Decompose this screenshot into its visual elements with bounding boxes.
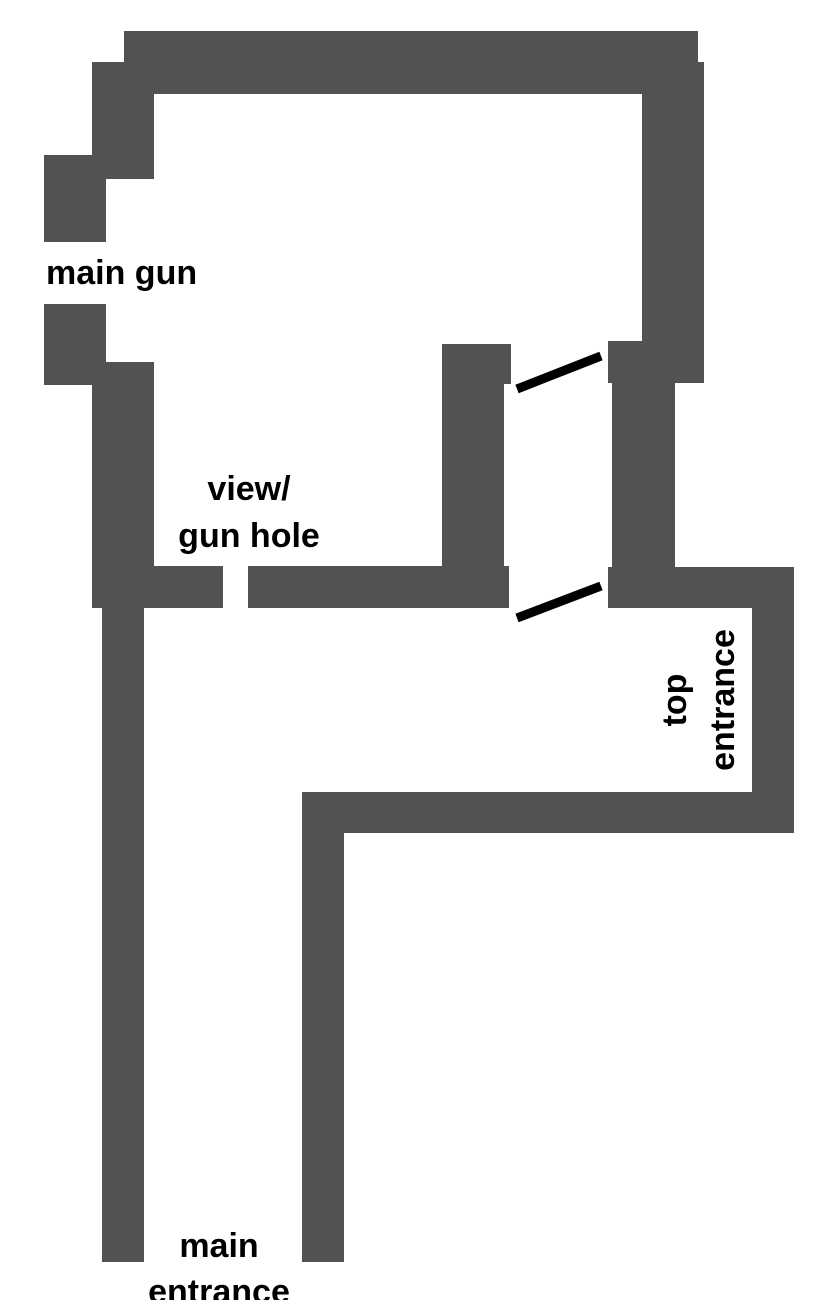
stairwell-right-wall: [612, 341, 675, 606]
view-hole-label-line2: gun hole: [178, 517, 320, 555]
floor-wall-right-segment: [248, 566, 509, 608]
corridor-end-wall: [752, 567, 794, 833]
corridor-bottom-wall: [302, 792, 794, 833]
top-wall: [124, 31, 698, 94]
lower-left-wall: [92, 362, 154, 587]
main-entrance-label-line2: entrance: [148, 1273, 290, 1300]
view-hole-label-line1: view/: [207, 470, 291, 508]
top-entrance-label: top entrance: [656, 629, 742, 771]
labels: main gun view/ gun hole top entrance mai…: [46, 254, 742, 1300]
top-entrance-label-line2: entrance: [704, 629, 742, 771]
upper-room-walls: [44, 31, 704, 608]
main-gun-upper-wall: [44, 155, 106, 242]
main-entrance-label-line1: main: [179, 1227, 258, 1265]
right-outer-wall: [642, 62, 704, 382]
top-entrance-label-line1: top: [656, 674, 694, 727]
main-gun-label: main gun: [46, 254, 197, 292]
doors: [515, 351, 603, 623]
main-corridor-right-wall: [302, 792, 344, 1262]
main-entrance-corridor-walls: [102, 587, 344, 1262]
upper-door-line: [515, 351, 603, 394]
lower-door-line: [515, 581, 603, 623]
top-entrance-corridor-walls: [302, 567, 794, 833]
main-corridor-left-wall: [102, 587, 144, 1262]
inner-partition-wall: [442, 344, 504, 606]
